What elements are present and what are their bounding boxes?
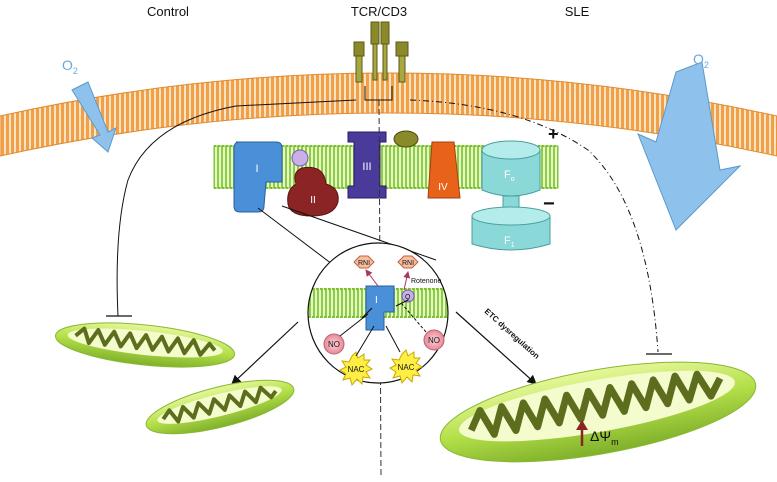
o2-arrow-right (637, 61, 742, 231)
ubiquinone (291, 149, 309, 167)
no-left-label: NO (328, 340, 340, 349)
complex-4 (427, 141, 461, 199)
complex-1-label: I (255, 163, 258, 175)
no-right-label: NO (428, 336, 440, 345)
inhibition-line-right (409, 99, 659, 353)
complex-2-label: II (310, 195, 316, 206)
o2-left-label: O2 (62, 57, 78, 76)
q-label: Q (405, 294, 411, 301)
mitochondrion-control-2 (145, 379, 295, 435)
nac-right-star (389, 349, 423, 385)
rni-left-shape (353, 255, 375, 269)
arrow-to-sle-mito (455, 311, 537, 385)
complex-1 (233, 141, 283, 213)
nac-right-label: NAC (398, 363, 415, 372)
delta-psi-label: ΔΨm (590, 428, 619, 447)
cell-membrane (0, 72, 777, 157)
rni-right-label: RNI (402, 260, 414, 267)
nac-left-star (339, 351, 373, 387)
cytochrome-c (393, 130, 419, 148)
complex-3 (347, 131, 387, 199)
f0-label: Fo (504, 169, 515, 183)
inhibition-line-left (116, 99, 357, 317)
rotenone-label: Rotenone (411, 278, 441, 285)
mitochondrion-control-1 (54, 322, 236, 368)
rni-left-label: RNI (358, 260, 370, 267)
complex-4-label: IV (438, 182, 448, 193)
complex-1-inset-label: I (375, 295, 378, 306)
arrow-to-control-mito (231, 321, 299, 385)
zoom-inset (307, 242, 449, 384)
etc-dysregulation-label: ETC dysregulation (483, 307, 542, 361)
mitochondrion-sle (439, 361, 757, 463)
tcr-label: TCR/CD3 (351, 4, 407, 19)
no-left (323, 333, 345, 355)
f1-label: F1 (504, 235, 515, 249)
atp-synthase (471, 140, 551, 251)
tcr-cd3-receptor (353, 21, 409, 101)
no-right (423, 329, 445, 351)
sle-label: SLE (565, 4, 590, 19)
o2-arrow-left (71, 81, 117, 153)
o2-right-label: O2 (693, 51, 709, 70)
control-label: Control (147, 4, 189, 19)
minus-sign: − (543, 193, 555, 215)
nac-left-label: NAC (348, 365, 365, 374)
plus-sign: + (548, 124, 559, 144)
rni-right-shape (397, 255, 419, 269)
complex-3-label: III (362, 161, 371, 173)
